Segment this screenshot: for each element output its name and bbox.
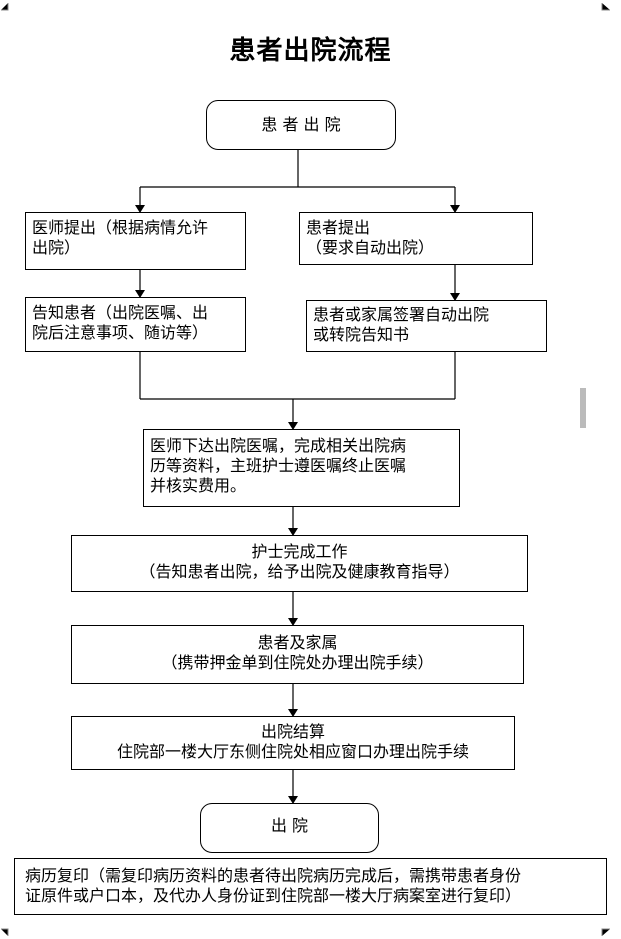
record-copy-line-1: 病历复印（需复印病历资料的患者待出院病历完成后，需携带患者身份 xyxy=(25,866,522,885)
corner-mark-bottom-left xyxy=(1,928,9,936)
end-node-label: 出 院 xyxy=(270,816,309,835)
doctor-order-node: 医师下达出院医嘱，完成相关出院病 历等资料，主班护士遵医嘱终止医嘱 并核实费用。 xyxy=(143,429,460,507)
doctor-order-line-2: 历等资料，主班护士遵医嘱终止医嘱 xyxy=(150,456,407,475)
scrollbar-thumb[interactable] xyxy=(580,388,586,428)
corner-mark-top-left xyxy=(1,3,9,11)
patient-family-line-2: （携带押金单到住院处办理出院手续） xyxy=(161,653,434,672)
doctor-proposal-node: 医师提出（根据病情允许 出院） xyxy=(25,212,246,270)
doctor-order-line-1: 医师下达出院医嘱，完成相关出院病 xyxy=(150,436,407,455)
start-node-label: 患 者 出 院 xyxy=(261,115,341,134)
nurse-work-line-1: 护士完成工作 xyxy=(251,542,348,561)
sign-discharge-line-2: 或转院告知书 xyxy=(313,325,410,344)
notify-patient-line-2: 院后注意事项、随访等） xyxy=(32,323,209,342)
sign-discharge-line-1: 患者或家属签署自动出院 xyxy=(313,305,490,324)
notify-patient-line-1: 告知患者（出院医嘱、出 xyxy=(32,303,209,322)
settlement-line-2: 住院部一楼大厅东侧住院处相应窗口办理出院手续 xyxy=(116,742,469,761)
nurse-work-line-2: （告知患者出院，给予出院及健康教育指导） xyxy=(139,562,460,581)
end-node: 出 院 xyxy=(200,803,379,853)
patient-family-line-1: 患者及家属 xyxy=(257,633,338,652)
doctor-proposal-line-2: 出院） xyxy=(32,238,81,257)
record-copy-node: 病历复印（需复印病历资料的患者待出院病历完成后，需携带患者身份 证原件或户口本，… xyxy=(14,858,607,915)
patient-proposal-node: 患者提出 （要求自动出院） xyxy=(299,212,533,265)
doctor-order-line-3: 并核实费用。 xyxy=(150,476,247,495)
settlement-line-1: 出院结算 xyxy=(260,722,325,741)
notify-patient-node: 告知患者（出院医嘱、出 院后注意事项、随访等） xyxy=(25,297,246,352)
patient-proposal-line-1: 患者提出 xyxy=(306,218,371,237)
corner-mark-bottom-right xyxy=(601,928,610,936)
page-title: 患者出院流程 xyxy=(229,36,392,66)
doctor-proposal-line-1: 医师提出（根据病情允许 xyxy=(32,218,209,237)
record-copy-line-2: 证原件或户口本，及代办人身份证到住院部一楼大厅病案室进行复印） xyxy=(25,886,522,905)
settlement-node: 出院结算 住院部一楼大厅东侧住院处相应窗口办理出院手续 xyxy=(71,716,515,770)
patient-family-node: 患者及家属 （携带押金单到住院处办理出院手续） xyxy=(71,625,524,684)
corner-mark-top-right xyxy=(601,3,610,11)
nurse-work-node: 护士完成工作 （告知患者出院，给予出院及健康教育指导） xyxy=(71,535,528,592)
start-node: 患 者 出 院 xyxy=(206,100,396,150)
sign-discharge-node: 患者或家属签署自动出院 或转院告知书 xyxy=(306,300,547,352)
patient-proposal-line-2: （要求自动出院） xyxy=(306,238,435,257)
